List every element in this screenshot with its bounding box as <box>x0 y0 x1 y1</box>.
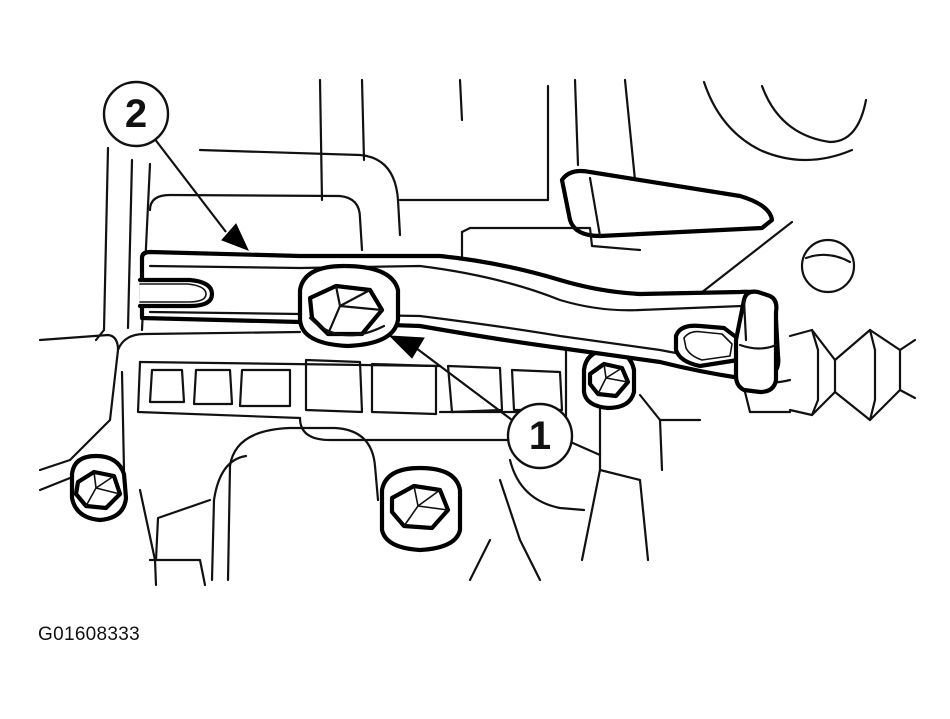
figure-reference-code: G01608333 <box>38 624 141 645</box>
callout-2: 2 <box>104 82 248 250</box>
housing-bolt-center <box>382 468 460 550</box>
shift-link-lever <box>140 252 778 378</box>
callout-2-leader <box>154 138 226 232</box>
callout-1-label: 1 <box>529 414 551 458</box>
callout-1: 1 <box>390 336 572 468</box>
callout-2-label: 2 <box>125 92 147 136</box>
lower-housing <box>40 332 700 585</box>
housing-bolt-left <box>72 456 126 520</box>
callout-2-circle <box>104 82 168 146</box>
callout-1-leader <box>416 348 512 420</box>
callout-1-arrowhead <box>390 336 424 358</box>
callout-1-circle <box>508 404 572 468</box>
link-retaining-bolt <box>300 266 398 346</box>
transmission-housing <box>96 80 915 420</box>
callout-2-arrowhead <box>222 224 248 250</box>
pivot-ball-stud <box>736 292 776 392</box>
